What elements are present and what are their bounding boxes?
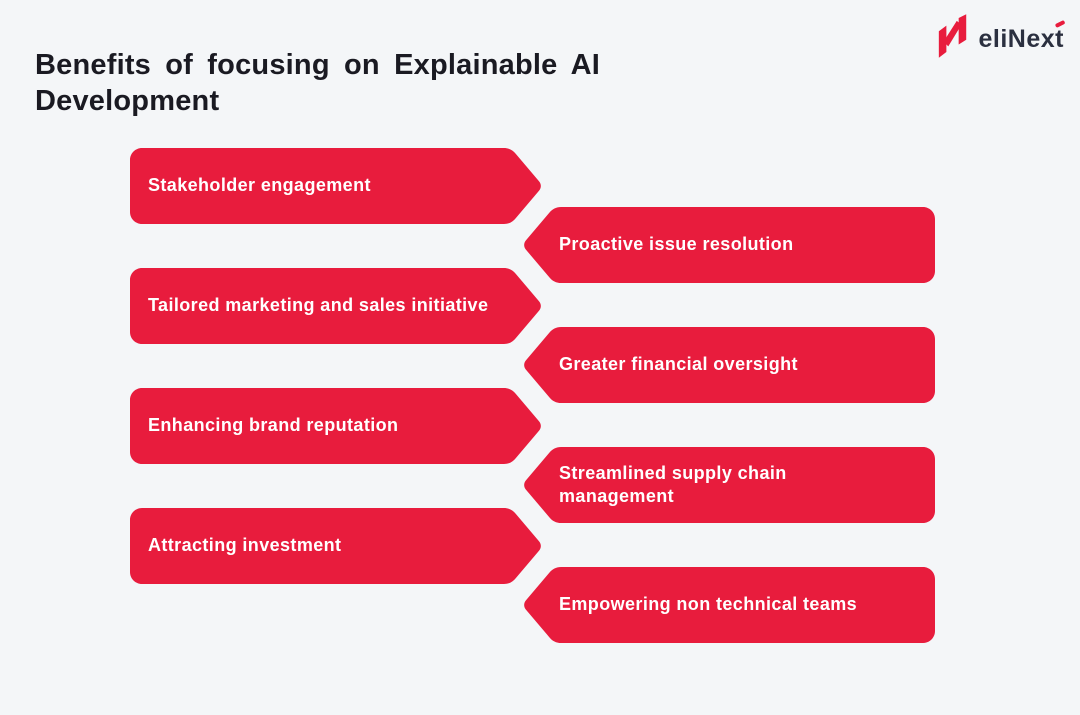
arrow-right-banner-shape <box>130 508 541 584</box>
banner-label: Proactive issue resolution <box>559 234 794 255</box>
banner-label: Enhancing brand reputation <box>148 415 399 436</box>
arrow-left-banner-shape <box>524 327 935 403</box>
elinext-logo: eliNext <box>936 13 1066 59</box>
arrow-left-banner-shape <box>524 447 935 523</box>
banner-label: Stakeholder engagement <box>148 175 371 196</box>
banner-label: Streamlined supply chain management <box>559 462 787 506</box>
banner-attracting-investment: Attracting investment <box>130 508 542 584</box>
arrow-left-banner-shape <box>524 207 935 283</box>
banner-label: Empowering non technical teams <box>559 594 858 615</box>
elinext-logo-text: eliNext <box>978 24 1064 53</box>
banner-tailored-marketing: Tailored marketing and sales initiative <box>130 268 542 344</box>
banner-enhancing-brand-reputation: Enhancing brand reputation <box>130 388 542 464</box>
banner-label: Tailored marketing and sales initiative <box>148 295 489 316</box>
banner-proactive-issue-resolution: Proactive issue resolution <box>523 207 935 283</box>
banner-label: Attracting investment <box>148 535 342 556</box>
banner-stakeholder-engagement: Stakeholder engagement <box>130 148 542 224</box>
arrow-right-banner-shape <box>130 388 541 464</box>
page-title: Benefits of focusing on Explainable AI D… <box>35 49 601 118</box>
arrow-left-banner-shape <box>524 567 935 643</box>
arrow-right-banner-shape <box>130 148 541 224</box>
banner-greater-financial-oversight: Greater financial oversight <box>523 327 935 403</box>
elinext-logo-text-wrap: eliNext <box>978 19 1066 54</box>
arrow-right-banner-shape <box>130 268 541 344</box>
elinext-logo-mark-icon <box>938 14 966 58</box>
banner-empowering-non-technical-teams: Empowering non technical teams <box>523 567 935 643</box>
banner-streamlined-supply-chain: Streamlined supply chain management <box>523 447 935 523</box>
banner-label: Greater financial oversight <box>559 354 798 375</box>
